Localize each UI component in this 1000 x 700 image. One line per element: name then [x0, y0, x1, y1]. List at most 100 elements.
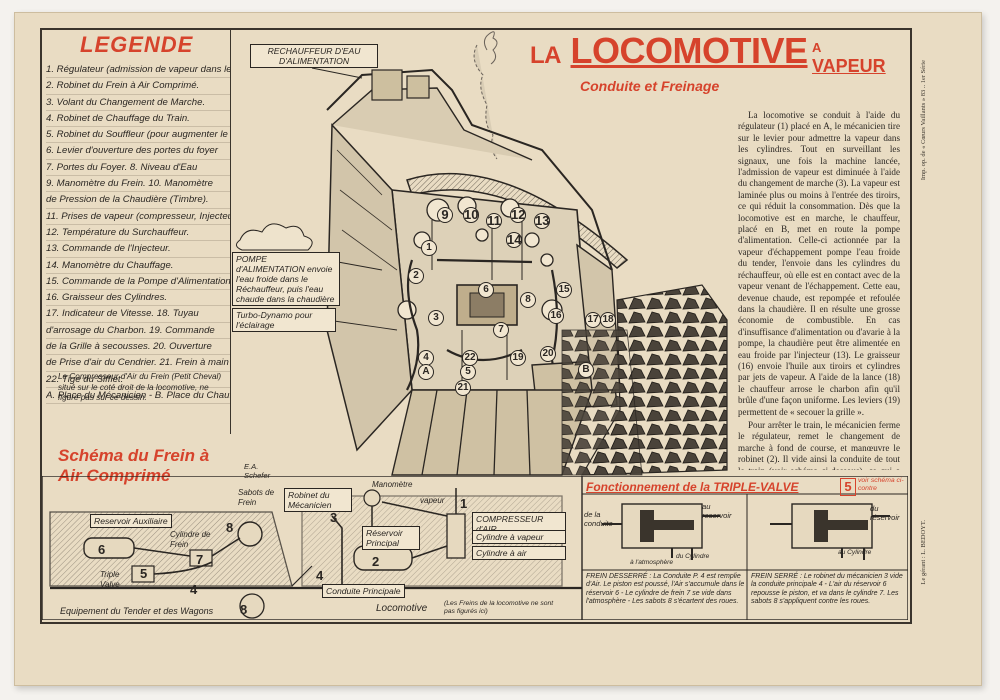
legend-item: 1. Régulateur (admission de vapeur dans …	[46, 62, 230, 79]
legend-item: de la Grille à secousses. 20. Ouverture	[46, 339, 230, 356]
diagram-number-marker: 1	[421, 240, 437, 256]
brake-number-marker: 8	[240, 602, 248, 617]
poster-subtitle: Conduite et Freinage	[580, 78, 720, 94]
label-au-reservoir: au reservoir	[702, 502, 732, 520]
legend-item: 2. Robinet du Frein à Air Comprimé.	[46, 78, 230, 95]
diagram-number-marker: 7	[493, 322, 509, 338]
label-triple-valve: Triple Valve	[100, 570, 120, 589]
brake-number-marker: 4	[316, 568, 324, 583]
diagram-number-marker: 12	[510, 207, 527, 223]
diagram-number-marker: 13	[534, 213, 551, 229]
label-reservoir-aux: Reservoir Auxiliaire	[90, 514, 172, 528]
explanation-text: La locomotive se conduit à l'aide du rég…	[738, 110, 900, 470]
brake-number-marker: 6	[98, 542, 106, 557]
diagram-number-marker: 5	[460, 364, 476, 380]
legend-item: 12. Température du Surchauffeur.	[46, 225, 230, 242]
poster-title: LA LOCOMOTIVE	[530, 30, 808, 72]
diagram-number-marker: 6	[478, 282, 494, 298]
legend-item: de Prise d'air du Cendrier. 21. Frein à …	[46, 355, 230, 372]
label-robinet-mecanicien: Robinet du Mécanicien	[284, 488, 352, 512]
diagram-number-marker: 18	[600, 312, 616, 328]
brake-number-marker: 2	[372, 554, 380, 569]
diagram-number-marker: 16	[548, 308, 564, 324]
legend-item: 16. Graisseur des Cylindres.	[46, 290, 230, 307]
diagram-number-marker: 14	[506, 232, 523, 248]
label-equipement: Equipement du Tender et des Wagons	[60, 606, 214, 616]
callout-rechauffeur: RECHAUFFEUR D'EAU D'ALIMENTATION	[250, 44, 378, 68]
diagram-number-marker: 17	[585, 312, 601, 328]
label-cylindre-air: Cylindre à air	[472, 546, 566, 560]
brake-number-marker: 8	[226, 520, 234, 535]
legend-note: Le Compresseur d'Air du Frein (Petit Che…	[58, 372, 222, 402]
locomotive-cab-illustration	[236, 31, 728, 476]
legend-item: de Pression de la Chaudière (Timbre).	[46, 192, 230, 209]
label-sabots: Sabots de Frein	[238, 488, 275, 507]
diagram-number-marker: 3	[428, 310, 444, 326]
legend-item: 11. Prises de vapeur (compresseur, Injec…	[46, 209, 230, 225]
printer-imprint: Imp. op. de « Cœurs Vaillants » 83 .. 1e…	[920, 60, 927, 181]
brake-number-marker: 4	[190, 582, 198, 597]
label-vapeur: vapeur	[420, 496, 445, 505]
paragraph-braking: Pour arrêter le train, le mécanicien fer…	[738, 419, 900, 470]
label-de-la-conduite: de la conduite	[584, 510, 613, 528]
poster-frame	[40, 28, 912, 624]
triple-valve-number: 5	[840, 478, 856, 496]
legend-item: 9. Manomètre du Frein. 10. Manomètre	[46, 176, 230, 193]
paragraph-driving: La locomotive se conduit à l'aide du rég…	[738, 110, 900, 417]
brake-number-marker: 1	[460, 496, 468, 511]
legend-item: 15. Commande de la Pompe d'Alimentation.	[46, 274, 230, 291]
legend-item: d'arrosage du Charbon. 19. Commande	[46, 323, 230, 340]
label-du-cylindre: du Cylindre	[676, 553, 710, 560]
diagram-number-marker: 20	[540, 346, 556, 362]
diagram-number-marker: 11	[486, 213, 502, 229]
legend-item: A. Place du Mécanicien - B. Place du Cha…	[46, 388, 230, 405]
legend-item: 5. Robinet du Souffleur (pour augmenter …	[46, 127, 230, 144]
legend-item: 3. Volant du Changement de Marche.	[46, 95, 230, 111]
label-cylindre-frein: Cylindre de Frein	[170, 530, 211, 549]
brake-number-marker: 3	[330, 510, 338, 525]
label-au-cylindre: au Cylindre	[838, 549, 872, 556]
legend-item: 17. Indicateur de Vitesse. 18. Tuyau	[46, 306, 230, 323]
callout-pompe: POMPE d'ALIMENTATION envoie l'eau froide…	[232, 252, 340, 306]
label-reservoir-principal: Réservoir Principal	[362, 526, 420, 550]
diagram-number-marker: 15	[556, 282, 572, 298]
diagram-number-marker: 2	[408, 268, 424, 284]
label-locomotive-note: (Les Freins de la locomotive ne sont pas…	[444, 600, 554, 615]
label-atmosphere: à l'atmosphère	[630, 559, 674, 566]
legend-item: 7. Portes du Foyer. 8. Niveau d'Eau	[46, 160, 230, 177]
brake-number-marker: 7	[196, 552, 204, 567]
diagram-number-marker: 10	[463, 207, 480, 223]
legend-list: 1. Régulateur (admission de vapeur dans …	[46, 62, 230, 405]
diagram-number-marker: 19	[510, 350, 526, 366]
title-prefix: LA	[530, 42, 562, 69]
diagram-number-marker: A	[418, 364, 434, 380]
legend-item: 6. Levier d'ouverture des portes du foye…	[46, 143, 230, 160]
gerant-imprint: Le gérant : L. BEDOYT.	[920, 520, 927, 585]
callout-turbo: Turbo-Dynamo pour l'éclairage	[232, 308, 336, 332]
title-main: LOCOMOTIVE	[570, 30, 809, 71]
legend-item: 22. Tige du Sifflet.	[46, 372, 230, 388]
triple-valve-title: Fonctionnement de la TRIPLE-VALVE	[586, 480, 799, 494]
diagram-number-marker: 8	[520, 292, 536, 308]
brake-number-marker: 5	[140, 566, 148, 581]
label-du-reservoir: du réservoir	[870, 504, 900, 522]
title-a: A	[812, 40, 822, 55]
triple-valve-drawing	[582, 476, 908, 620]
diagram-number-marker: B	[578, 362, 594, 378]
legend-panel	[42, 30, 231, 434]
diagram-number-marker: 21	[455, 380, 471, 396]
title-vapeur: VAPEUR	[812, 56, 886, 76]
label-manometre: Manomètre	[372, 480, 413, 489]
diagram-number-marker: 9	[437, 207, 453, 223]
label-cylindre-vapeur: Cylindre à vapeur	[472, 530, 566, 544]
legend-title: LEGENDE	[80, 32, 194, 57]
label-locomotive: Locomotive	[376, 603, 428, 614]
frein-serre-text: FREIN SERRÉ : Le robinet du mécanicien 3…	[751, 573, 903, 606]
frein-desserre-text: FREIN DESSERRÉ : La Conduite P. 4 est re…	[586, 573, 745, 606]
diagram-number-marker: 22	[462, 350, 478, 366]
legend-item: 4. Robinet de Chauffage du Train.	[46, 111, 230, 128]
label-conduite-principale: Conduite Principale	[322, 584, 405, 598]
triple-valve-note: voir schéma ci-contre	[858, 477, 904, 492]
legend-item: 13. Commande de l'Injecteur.	[46, 241, 230, 258]
legend-item: 14. Manomètre du Chauffage.	[46, 258, 230, 274]
